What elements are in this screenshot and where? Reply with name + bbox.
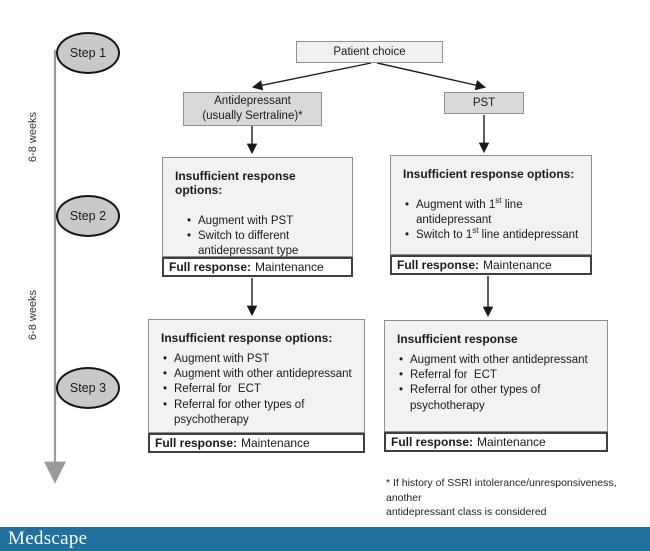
step2-left-main: Insufficient response options: Augment w…: [162, 157, 353, 257]
connector-patient-to-pst: [376, 62, 487, 91]
medscape-brand-bar: Medscape: [0, 527, 650, 551]
step2-label: Step 2: [69, 209, 107, 223]
step3-left-bullets: Augment with PST Augment with other anti…: [161, 352, 356, 428]
bullet-item: Switch to different antidepressant type: [185, 229, 344, 259]
superscript: st: [495, 196, 502, 206]
full-response-value: Maintenance: [255, 260, 324, 274]
patient-choice-label: Patient choice: [333, 45, 406, 58]
step2-right-main: Insufficient response options: Augment w…: [390, 155, 592, 255]
step2-oval: Step 2: [56, 195, 120, 237]
step3-left-main: Insufficient response options: Augment w…: [148, 319, 365, 433]
superscript: st: [472, 226, 479, 236]
step2-left-title: Insufficient response options:: [175, 169, 296, 197]
step3-right-title: Insufficient response: [397, 332, 518, 346]
step2-left-box: Insufficient response options: Augment w…: [162, 157, 353, 277]
step3-right-full-response: Full response: Maintenance: [384, 432, 608, 452]
step3-left-box: Insufficient response options: Augment w…: [148, 319, 365, 453]
step3-label: Step 3: [69, 381, 107, 395]
pst-label: PST: [472, 96, 496, 109]
full-response-value: Maintenance: [241, 436, 310, 450]
bullet-item: Switch to 1st line antidepressant: [403, 226, 583, 244]
step3-left-title: Insufficient response options:: [161, 331, 333, 345]
step2-right-box: Insufficient response options: Augment w…: [390, 155, 592, 275]
bullet-item: Augment with PST: [185, 214, 344, 229]
step3-right-bullets: Augment with other antidepressant Referr…: [397, 353, 599, 414]
full-response-label: Full response:: [169, 260, 252, 274]
full-response-label: Full response:: [155, 436, 238, 450]
footnote-line1: * If history of SSRI intolerance/unrespo…: [386, 477, 617, 504]
bullet-item: Referral for ECT: [397, 368, 599, 383]
step3-right-main: Insufficient response Augment with other…: [384, 320, 608, 432]
bullet-item: Augment with 1st line antidepressant: [403, 196, 583, 228]
step2-right-bullets: Augment with 1st line antidepressant Swi…: [403, 196, 583, 244]
footnote: * If history of SSRI intolerance/unrespo…: [386, 476, 650, 520]
bullet-item: Augment with PST: [161, 352, 356, 367]
full-response-label: Full response:: [391, 435, 474, 449]
step1-oval: Step 1: [56, 32, 120, 74]
antidepressant-line1: Antidepressant: [214, 95, 291, 108]
step3-oval: Step 3: [56, 367, 120, 409]
bullet-item: Referral for ECT: [161, 382, 356, 397]
interval-label-1: 6-8 weeks: [27, 111, 39, 163]
bullet-item: Augment with other antidepressant: [161, 367, 356, 382]
bullet-item: Referral for other types of psychotherap…: [397, 383, 599, 413]
footnote-line2: antidepressant class is considered: [386, 506, 547, 519]
interval-label-2: 6-8 weeks: [27, 289, 39, 341]
step3-left-full-response: Full response: Maintenance: [148, 433, 365, 453]
pst-node: PST: [444, 92, 524, 114]
patient-choice-node: Patient choice: [296, 41, 443, 63]
step3-right-box: Insufficient response Augment with other…: [384, 320, 608, 452]
step2-right-title: Insufficient response options:: [403, 167, 575, 181]
antidepressant-line2: (usually Sertraline)*: [202, 110, 303, 122]
full-response-label: Full response:: [397, 258, 480, 272]
full-response-value: Maintenance: [483, 258, 552, 272]
medscape-logo: Medscape: [8, 528, 88, 549]
antidepressant-node: Antidepressant (usually Sertraline)*: [183, 92, 322, 126]
connector-patient-to-antidepressant: [251, 62, 372, 91]
step2-left-full-response: Full response: Maintenance: [162, 257, 353, 277]
bullet-item: Referral for other types of psychotherap…: [161, 398, 356, 428]
step1-label: Step 1: [69, 46, 107, 60]
full-response-value: Maintenance: [477, 435, 546, 449]
step2-right-full-response: Full response: Maintenance: [390, 255, 592, 275]
bullet-item: Augment with other antidepressant: [397, 353, 599, 368]
step2-left-bullets: Augment with PST Switch to different ant…: [185, 214, 344, 260]
